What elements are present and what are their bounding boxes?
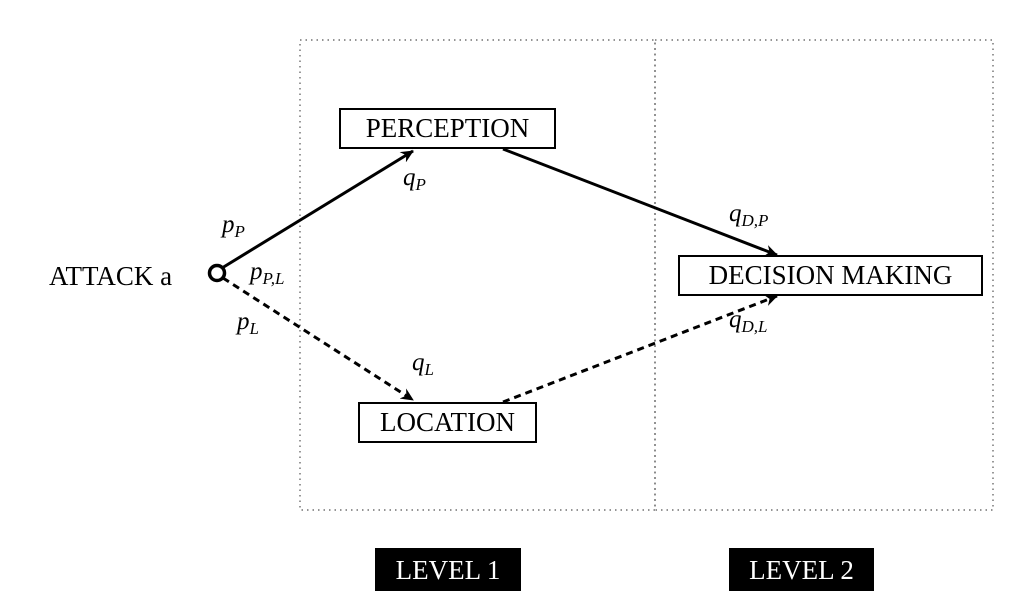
label-p-L: pL: [235, 308, 259, 338]
decision-node: DECISION MAKING: [678, 255, 983, 296]
level-regions: [299, 39, 994, 511]
level-1-badge-bg: [375, 548, 521, 591]
location-label: LOCATION: [380, 407, 515, 437]
label-p-PL: pP,L: [248, 258, 284, 288]
perception-label: PERCEPTION: [366, 113, 530, 143]
attack-origin-circle: [207, 263, 227, 283]
location-node: LOCATION: [358, 402, 537, 443]
location-box: [358, 402, 537, 443]
label-q-DP: qD,P: [729, 200, 768, 230]
edges: [221, 147, 778, 404]
attack-label: ATTACK a: [49, 261, 172, 291]
edge-attack-location: [222, 276, 414, 402]
edge-labels: pP pP,L pL qP qL qD,P qD,L: [220, 164, 768, 379]
level-2-badge: LEVEL 2: [729, 548, 874, 591]
edge-perception-decision: [502, 147, 778, 257]
label-q-DL: qD,L: [729, 306, 767, 336]
perception-box: [339, 108, 556, 149]
label-q-P: qP: [403, 164, 426, 194]
decision-box: [678, 255, 983, 296]
edge-attack-perception: [221, 149, 414, 270]
label-p-P: pP: [220, 211, 245, 241]
level-1-badge: LEVEL 1: [375, 548, 521, 591]
level-2-region: [654, 39, 994, 511]
level-1-label: LEVEL 1: [396, 555, 501, 585]
decision-label: DECISION MAKING: [709, 260, 953, 290]
label-q-L: qL: [412, 349, 434, 379]
perception-node: PERCEPTION: [339, 108, 556, 149]
level-2-label: LEVEL 2: [749, 555, 854, 585]
level-2-badge-bg: [729, 548, 874, 591]
edge-location-decision: [502, 294, 778, 404]
attack-node: ATTACK a: [49, 261, 227, 291]
